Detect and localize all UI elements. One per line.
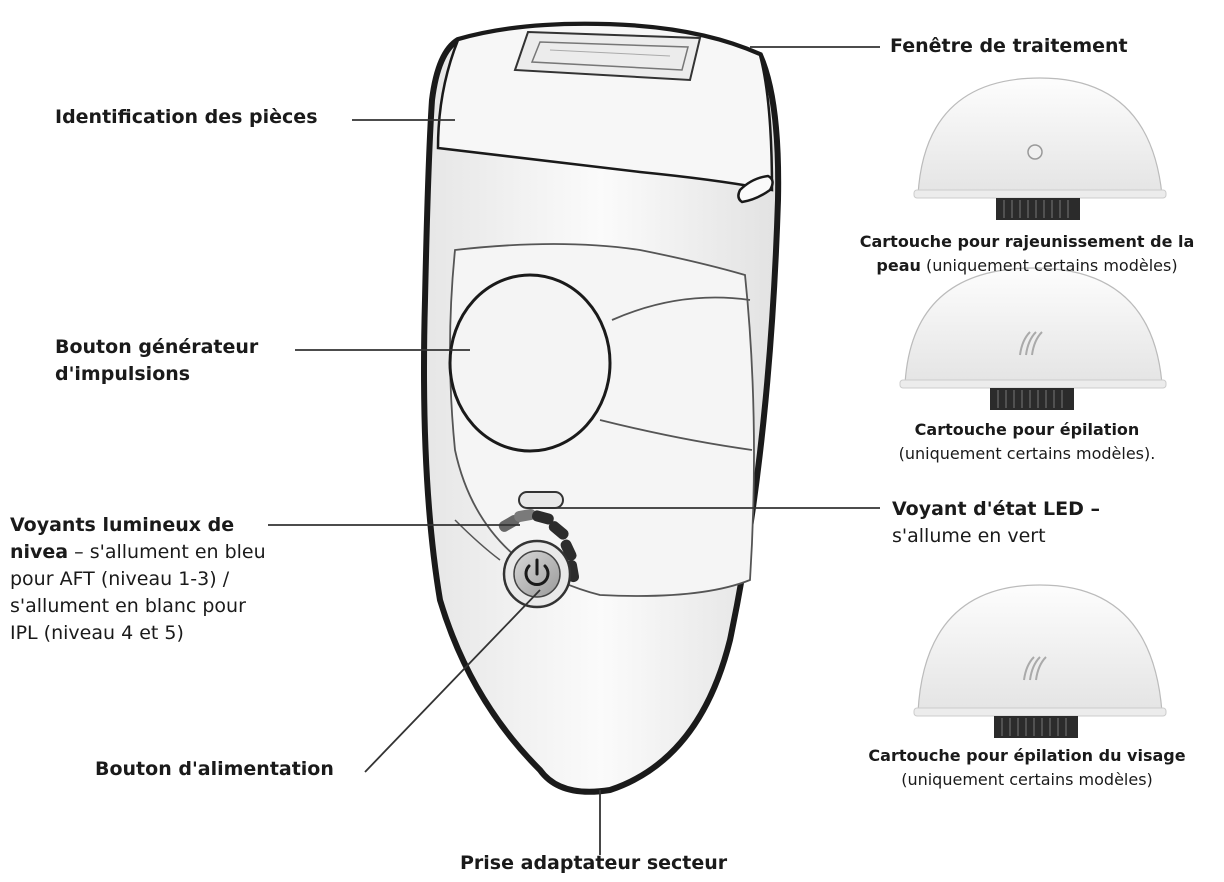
caption-cartridge-skin: Cartouche pour rajeunissement de la peau… (859, 232, 1195, 275)
cartridge-skin (913, 77, 1167, 220)
leader-lines (268, 46, 880, 855)
label-parts-identification: Identification des pièces (55, 106, 318, 128)
facial-hair-removal-icon (1023, 656, 1047, 681)
led-status-indicator (518, 491, 564, 509)
label-level-lights: Voyants lumineux de nivea – s'allument e… (10, 514, 266, 644)
cartridge-face (913, 584, 1167, 738)
label-power-adapter: Prise adaptateur secteur (460, 852, 728, 874)
ipl-device (421, 21, 782, 795)
treatment-window (513, 30, 702, 82)
side-latch (737, 174, 774, 204)
label-power-button: Bouton d'alimentation (95, 758, 334, 780)
hair-removal-icon (1019, 331, 1043, 356)
label-treatment-window: Fenêtre de traitement (890, 35, 1128, 57)
power-icon (524, 564, 550, 586)
cartridge-hair (899, 267, 1167, 410)
caption-cartridge-hair: Cartouche pour épilation (uniquement cer… (898, 420, 1156, 463)
pulse-generator-button[interactable] (448, 273, 612, 453)
caption-cartridge-face: Cartouche pour épilation du visage (uniq… (868, 746, 1186, 789)
power-button[interactable] (502, 539, 572, 609)
skin-rejuvenation-icon (1027, 144, 1043, 160)
label-led-status: Voyant d'état LED – s'allume en vert (892, 498, 1101, 547)
label-pulse-button: Bouton générateur d'impulsions (55, 336, 259, 385)
